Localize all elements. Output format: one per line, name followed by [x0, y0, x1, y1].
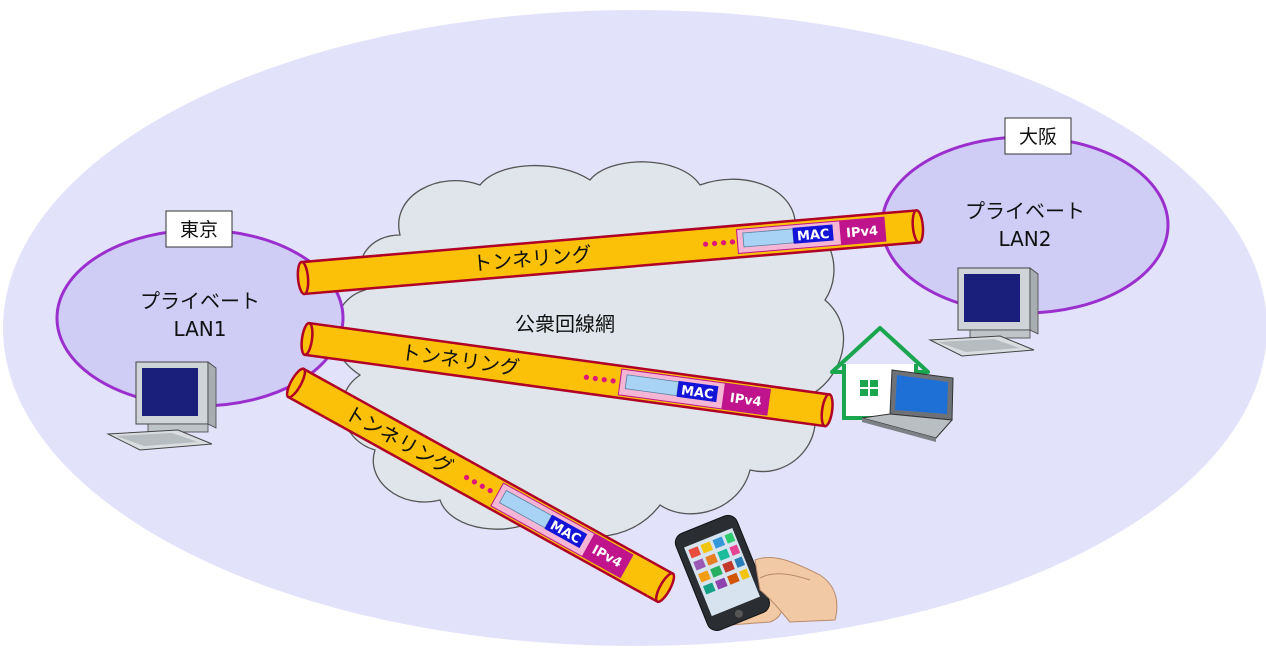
lan2-group: プライベート LAN2 大阪 — [880, 117, 1170, 315]
osaka-label: 大阪 — [1019, 126, 1057, 148]
tokyo-label: 東京 — [180, 219, 218, 241]
tokyo-label-box — [165, 210, 233, 248]
tunnel-1-mac: MAC — [796, 227, 830, 245]
tunnel-3-ip-box — [581, 533, 633, 578]
tunnel-1-ip-box — [839, 217, 886, 245]
tunnel-3-dots — [463, 474, 493, 494]
tunnel-3-mac-box — [544, 514, 588, 549]
tunnel-1: トンネリング MAC IPv4 — [296, 209, 925, 296]
osaka-label-box — [1004, 117, 1072, 155]
tunnel-2-ip: IPv4 — [729, 391, 763, 410]
tunnel-1-dots — [702, 239, 736, 247]
lan2-line2: LAN2 — [999, 227, 1052, 251]
tunnel-1-mac-box — [792, 224, 834, 244]
tunnel-2-ip-box — [721, 383, 771, 416]
smartphone-hand-icon — [674, 514, 838, 632]
tunnel-1-ip: IPv4 — [846, 224, 879, 242]
tunnel-2-dots — [583, 374, 616, 384]
tunnel-2-mac-box — [676, 380, 719, 403]
lan1-line2: LAN1 — [174, 317, 227, 341]
desktop-computer-icon — [928, 267, 1039, 357]
tunnel-2-mac: MAC — [680, 383, 714, 402]
cloud-label: 公衆回線網 — [515, 312, 615, 336]
desktop-computer-icon — [106, 361, 217, 451]
laptop-icon — [861, 369, 954, 442]
lan1-line1: プライベート — [140, 289, 260, 313]
lan2-line1: プライベート — [965, 199, 1085, 223]
